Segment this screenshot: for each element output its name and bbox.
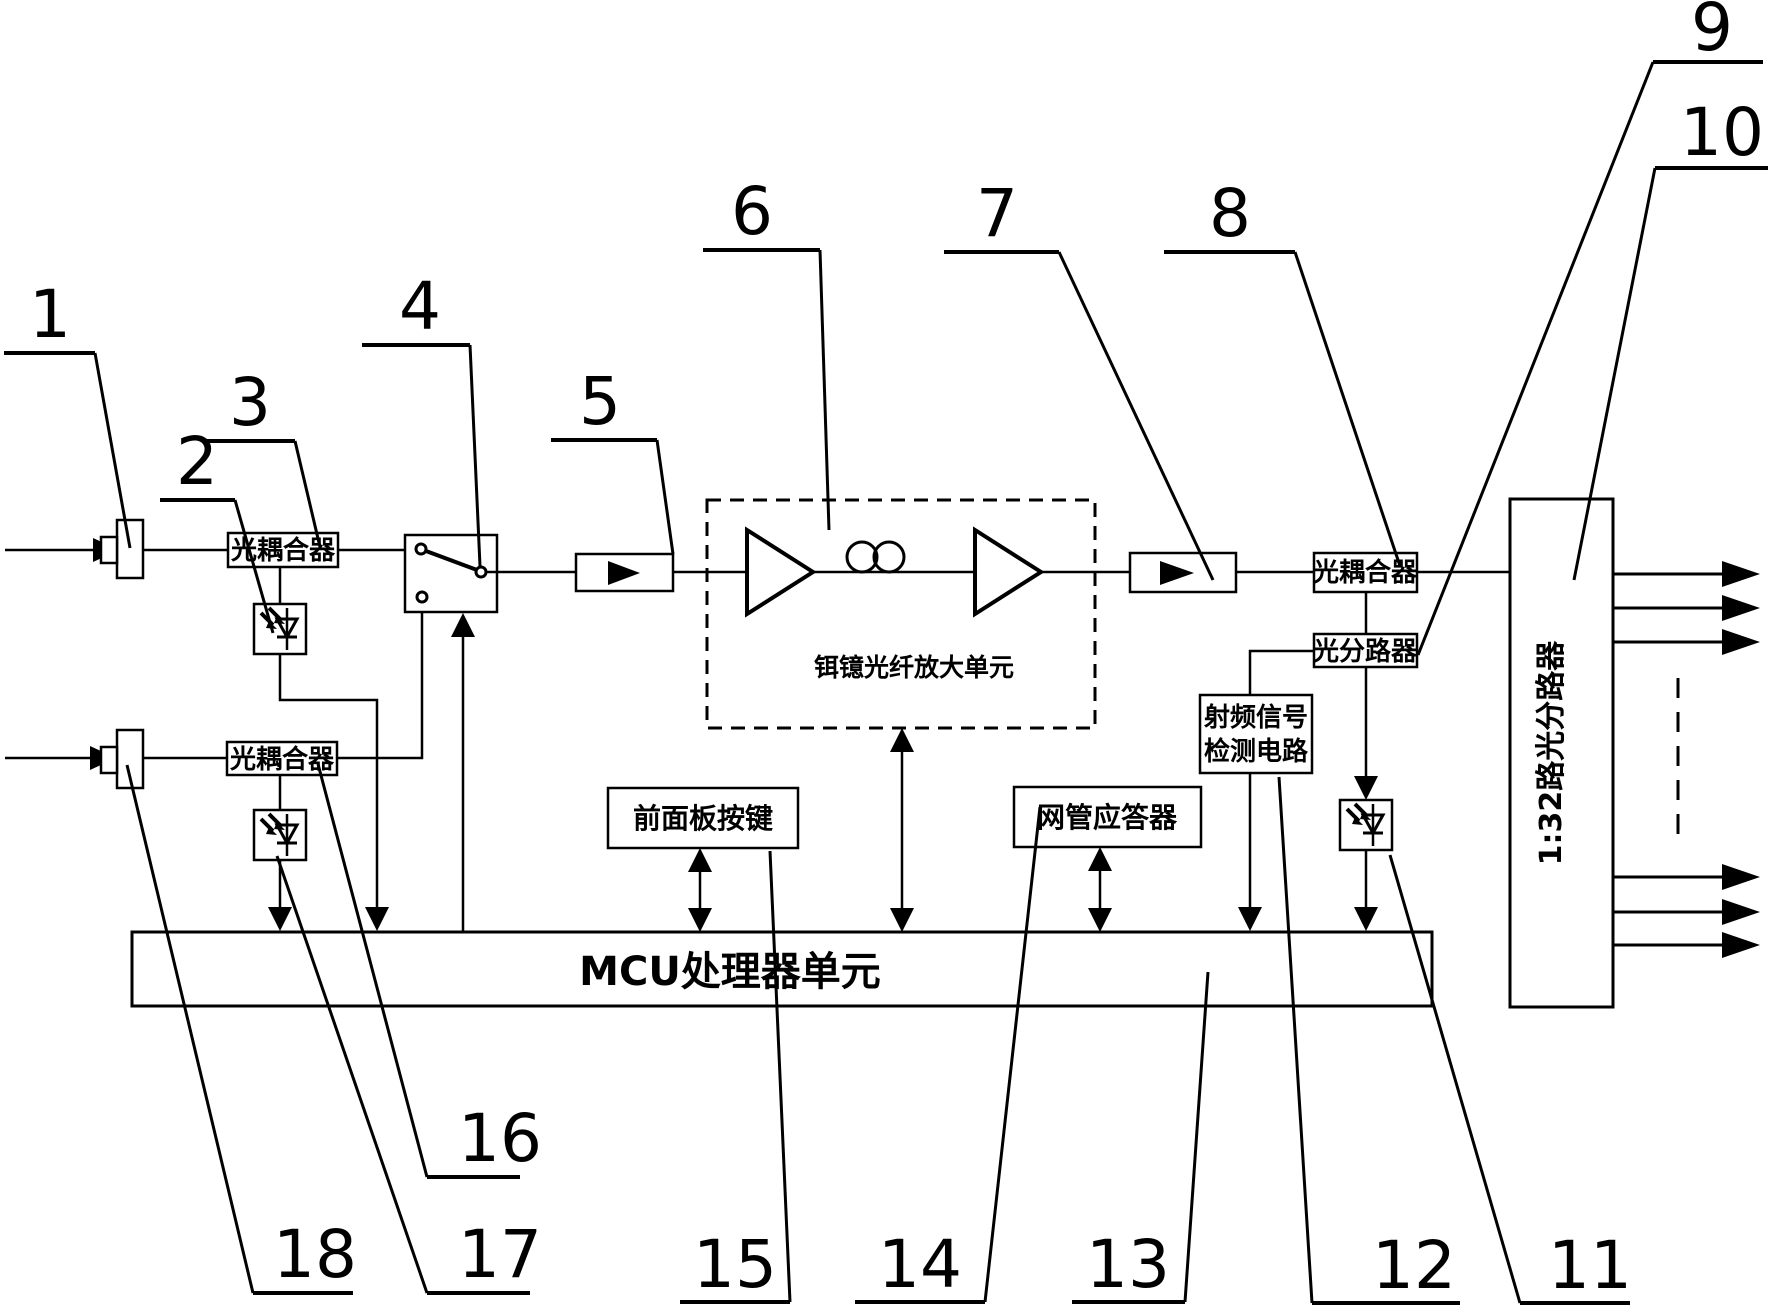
upper-input-line <box>5 518 228 580</box>
mcu-unit-label: MCU处理器单元 <box>579 949 881 995</box>
isolator-2 <box>1128 551 1238 594</box>
optical-switch-icon <box>403 533 499 614</box>
nms-transponder-label: 网管应答器 <box>1037 801 1178 834</box>
bus-down-arrow-icon <box>365 907 389 931</box>
bus-up-arrow-icon <box>451 613 475 637</box>
callout-16-number: 16 <box>458 1100 542 1177</box>
output-arrow-icon <box>1722 595 1760 621</box>
callout-13: 13 <box>1072 971 1210 1304</box>
up-arrow-icon <box>688 848 712 872</box>
callout-8: 8 <box>1164 175 1402 567</box>
callout-17: 17 <box>275 855 542 1295</box>
callout-11-number: 11 <box>1548 1227 1632 1304</box>
output-arrow-icon <box>1722 899 1760 925</box>
front-panel-mcu-link <box>688 848 712 932</box>
callout-4: 4 <box>362 268 482 567</box>
isolator-1 <box>574 552 675 593</box>
optical-coupler-bottom-label: 光耦合器 <box>229 744 335 775</box>
callout-12-number: 12 <box>1372 1227 1456 1304</box>
mcu-unit: MCU处理器单元 <box>130 930 1434 1008</box>
amplifier-triangle-icon <box>973 526 1045 618</box>
callout-9-number: 9 <box>1691 0 1733 66</box>
photodiode-icon <box>1338 798 1394 852</box>
bus-down-arrow-icon <box>1354 907 1378 931</box>
lower-input-line <box>5 728 227 790</box>
photodiode-icon <box>252 602 308 656</box>
down-arrow-icon <box>890 908 914 932</box>
callout-18: 18 <box>125 764 357 1295</box>
output-arrow-icon <box>1722 932 1760 958</box>
up-arrow-icon <box>1088 847 1112 871</box>
output-arrow-icon <box>1722 864 1760 890</box>
amplifier-triangle-icon <box>745 526 817 618</box>
down-arrow-icon <box>1354 776 1378 800</box>
callout-2: 2 <box>160 423 275 634</box>
fiber-connector-icon <box>99 518 145 580</box>
nms-mcu-link <box>1088 847 1112 932</box>
output-arrow-icon <box>1722 629 1760 655</box>
callout-14-number: 14 <box>878 1226 962 1303</box>
callout-18-number: 18 <box>273 1216 357 1293</box>
callout-6: 6 <box>703 173 831 531</box>
up-arrow-icon <box>890 728 914 752</box>
callout-17-number: 17 <box>458 1216 542 1293</box>
down-arrow-icon <box>688 908 712 932</box>
edfa-mcu-link <box>890 728 914 932</box>
callout-2-number: 2 <box>176 423 218 500</box>
splitter-1-32-label: 1:32路光分路器 <box>1534 640 1569 866</box>
optical-coupler-right-label: 光耦合器 <box>1312 557 1418 588</box>
edfa-unit-label: 铒镱光纤放大单元 <box>814 653 1014 682</box>
fiber-coil-icon <box>872 540 906 574</box>
fiber-coil-icon <box>845 540 879 574</box>
callout-5-number: 5 <box>579 363 621 440</box>
callout-15: 15 <box>680 850 792 1304</box>
callout-10: 10 <box>1572 94 1768 581</box>
rf-detect-line1: 射频信号 <box>1203 703 1308 733</box>
nms-transponder: 网管应答器 <box>1012 785 1203 849</box>
callout-13-number: 13 <box>1086 1226 1170 1303</box>
callout-10-number: 10 <box>1680 94 1764 171</box>
down-arrow-icon <box>1088 908 1112 932</box>
splitter-1-32: 1:32路光分路器 <box>1508 497 1615 1009</box>
callout-1: 1 <box>4 276 132 549</box>
front-panel-keys: 前面板按键 <box>606 786 800 850</box>
callout-7-number: 7 <box>976 175 1018 252</box>
callout-6-number: 6 <box>731 173 773 250</box>
callout-16: 16 <box>316 763 542 1179</box>
rf-detect-line2: 检测电路 <box>1204 736 1309 767</box>
bus-down-arrow-icon <box>268 907 292 931</box>
callout-12: 12 <box>1277 776 1460 1305</box>
callout-3-number: 3 <box>229 364 271 441</box>
output-arrow-icon <box>1722 561 1760 587</box>
callout-8-number: 8 <box>1209 175 1251 252</box>
isolator-arrow-icon <box>1160 561 1194 585</box>
callout-15-number: 15 <box>693 1226 777 1303</box>
front-panel-keys-label: 前面板按键 <box>633 802 773 835</box>
edfa-unit: 铒镱光纤放大单元 <box>705 498 1097 730</box>
isolator-arrow-icon <box>608 561 640 585</box>
optical-splitter-small-label: 光分路器 <box>1312 636 1418 667</box>
photodiode-icon <box>252 808 308 862</box>
optical-coupler-bottom: 光耦合器 <box>225 740 339 777</box>
callout-3: 3 <box>205 364 322 548</box>
callout-11: 11 <box>1388 854 1632 1305</box>
optical-splitter-small: 光分路器 <box>1312 632 1419 669</box>
optical-coupler-right: 光耦合器 <box>1312 551 1419 594</box>
bus-down-arrow-icon <box>1238 907 1262 931</box>
callout-5: 5 <box>551 363 675 555</box>
callout-9: 9 <box>1416 0 1763 656</box>
callout-14: 14 <box>855 806 1042 1304</box>
callout-1-number: 1 <box>29 276 71 353</box>
rf-detect-circuit: 射频信号 检测电路 <box>1198 693 1314 775</box>
fiber-connector-icon <box>99 728 145 790</box>
callout-4-number: 4 <box>399 268 441 345</box>
callout-7: 7 <box>944 175 1215 581</box>
splitter-outputs <box>1613 561 1760 958</box>
